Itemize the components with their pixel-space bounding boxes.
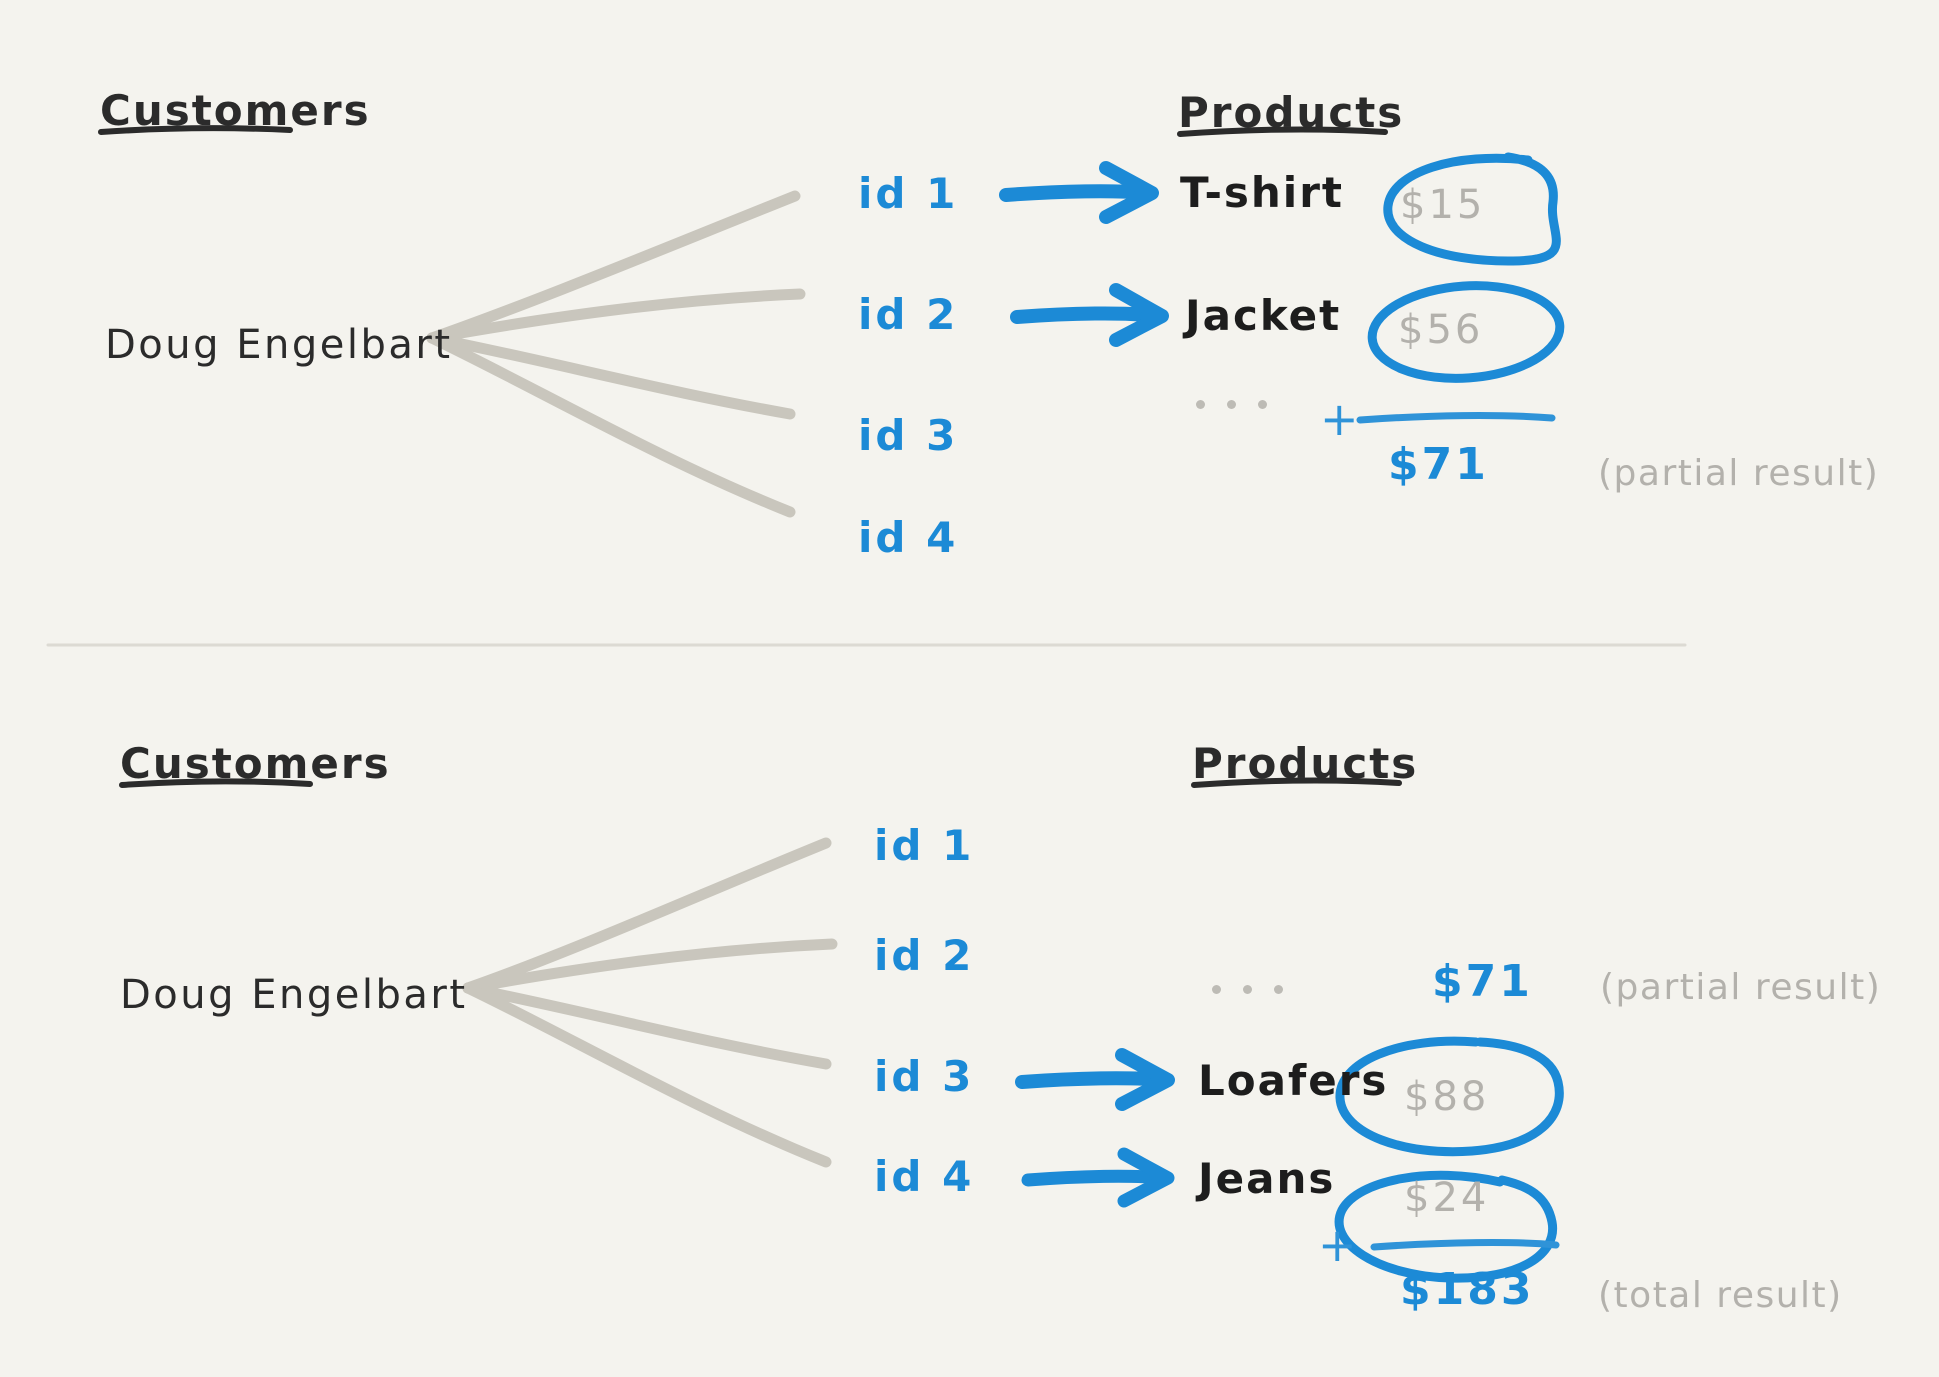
- id-label-top-1[interactable]: id 1: [858, 169, 959, 218]
- arrow-id2-to-jacket: [1010, 283, 1169, 347]
- carried-value-bottom: $71: [1432, 956, 1533, 1007]
- customer-name-bottom: Doug Engelbart: [120, 972, 468, 1018]
- product-name-loafers: Loafers: [1198, 1056, 1389, 1105]
- id-label-top-2[interactable]: id 2: [858, 290, 959, 339]
- fan-line-1-bottom: [462, 837, 832, 994]
- sum-rule-line-top: [1356, 412, 1556, 424]
- customers-heading-bottom: Customers: [120, 739, 391, 788]
- ellipsis-top: [1196, 400, 1267, 409]
- product-name-jeans: Jeans: [1198, 1154, 1336, 1203]
- id-label-bottom-4[interactable]: id 4: [874, 1152, 975, 1201]
- id-label-top-3[interactable]: id 3: [858, 411, 959, 460]
- arrow-id3-to-loafers: [1015, 1048, 1175, 1111]
- fan-line-4-bottom: [462, 982, 832, 1168]
- id-label-bottom-2[interactable]: id 2: [874, 931, 975, 980]
- products-heading-bottom: Products: [1192, 739, 1419, 788]
- plus-sign-top: +: [1320, 392, 1359, 446]
- price-jacket: $56: [1398, 307, 1484, 353]
- id-label-bottom-1[interactable]: id 1: [874, 821, 975, 870]
- customer-name-top: Doug Engelbart: [105, 322, 453, 368]
- sum-value-bottom: $183: [1400, 1264, 1535, 1315]
- product-name-jacket: Jacket: [1185, 291, 1342, 340]
- fan-line-3-bottom: [462, 982, 832, 1070]
- product-name-tshirt: T-shirt: [1180, 168, 1344, 217]
- price-jeans: $24: [1404, 1175, 1490, 1221]
- price-loafers: $88: [1404, 1074, 1490, 1120]
- sum-value-top: $71: [1388, 439, 1489, 490]
- customers-heading-top: Customers: [100, 86, 371, 135]
- fan-line-3-top: [426, 332, 796, 420]
- fan-line-2-bottom: [462, 938, 838, 994]
- id-label-top-4[interactable]: id 4: [858, 513, 959, 562]
- ellipsis-bottom: [1212, 985, 1283, 994]
- fan-line-2-top: [426, 288, 806, 344]
- fan-line-1-top: [426, 190, 801, 344]
- arrow-id4-to-jeans: [1021, 1147, 1175, 1208]
- price-tshirt: $15: [1400, 182, 1486, 228]
- arrow-id1-to-tshirt: [999, 161, 1159, 224]
- carried-annotation-bottom: (partial result): [1600, 967, 1882, 1008]
- sum-annotation-bottom: (total result): [1598, 1275, 1843, 1316]
- id-label-bottom-3[interactable]: id 3: [874, 1052, 975, 1101]
- fan-line-4-top: [426, 332, 796, 518]
- plus-sign-bottom: +: [1318, 1218, 1357, 1272]
- products-heading-top: Products: [1178, 88, 1405, 137]
- sum-rule-line-bottom: [1370, 1239, 1560, 1251]
- sum-annotation-top: (partial result): [1598, 453, 1880, 494]
